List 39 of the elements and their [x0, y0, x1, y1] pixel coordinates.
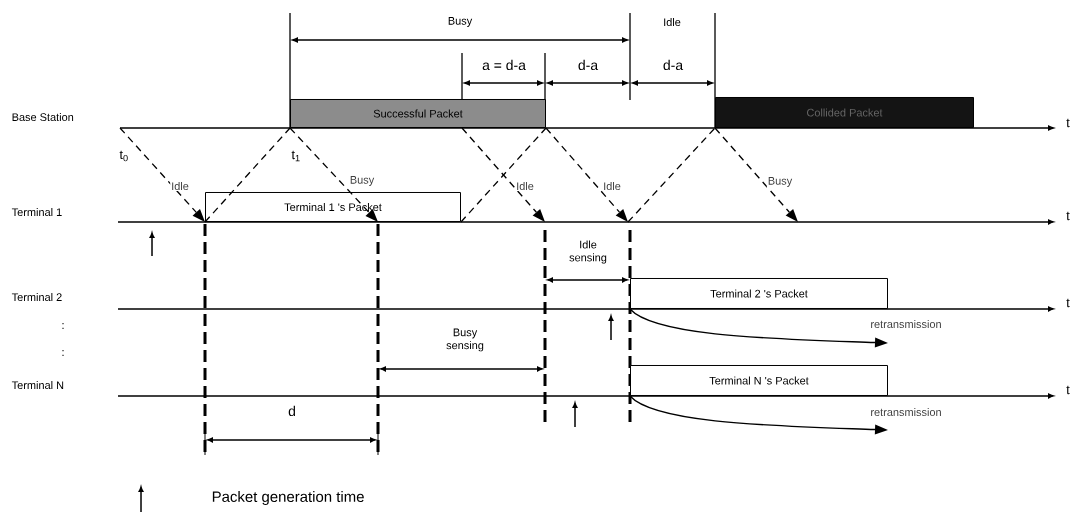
edge-label: retransmission	[869, 406, 943, 417]
edge-label: Busy	[766, 176, 794, 188]
edge-label: Idle	[515, 180, 535, 191]
dimension-label: Busy sensing	[446, 328, 484, 352]
dashed-arrow	[119, 127, 205, 222]
dimension-label: d	[288, 405, 295, 417]
edge-label: Busy	[348, 175, 376, 187]
curved-arrow	[629, 395, 888, 435]
edge-label: retransmission	[869, 318, 943, 329]
axis-label: t	[1066, 298, 1070, 308]
edge-label: Idle	[170, 180, 190, 191]
row-label: Terminal N	[11, 380, 64, 389]
dashed-arrow	[714, 127, 798, 222]
dashed-arrow	[289, 127, 378, 222]
row-label: :	[62, 323, 64, 329]
dimension-label: Idle sensing	[569, 240, 607, 264]
dashed-arrow	[545, 127, 628, 222]
axis-label: t$_{1}$	[290, 149, 302, 163]
row-label: :	[62, 350, 64, 356]
packet-box: Terminal 1 's Packet	[205, 192, 461, 222]
packet-box: Collided Packet	[715, 97, 974, 128]
curved-arrow	[629, 308, 888, 348]
row-label: Terminal 2	[11, 292, 62, 301]
dimension-label: Busy	[448, 17, 473, 27]
dimension-label: a = d-a	[482, 59, 526, 71]
edge-label: Idle	[602, 180, 622, 191]
dimension-label: d-a	[663, 59, 684, 71]
row-label: Base Station	[12, 112, 74, 121]
legend-label: Packet generation time	[212, 491, 364, 505]
axis-label: t$_{0}$	[118, 149, 130, 163]
packet-box: Terminal 2 's Packet	[630, 278, 888, 309]
axis-label: t	[1066, 211, 1070, 221]
packet-box: Successful Packet	[290, 99, 546, 128]
packet-box: Terminal N 's Packet	[630, 365, 888, 396]
dimension-label: d-a	[578, 59, 599, 71]
axis-label: t	[1066, 118, 1070, 128]
axis-label: t	[1066, 385, 1070, 395]
row-label: Terminal 1	[11, 207, 62, 216]
dimension-label: Idle	[664, 18, 681, 26]
